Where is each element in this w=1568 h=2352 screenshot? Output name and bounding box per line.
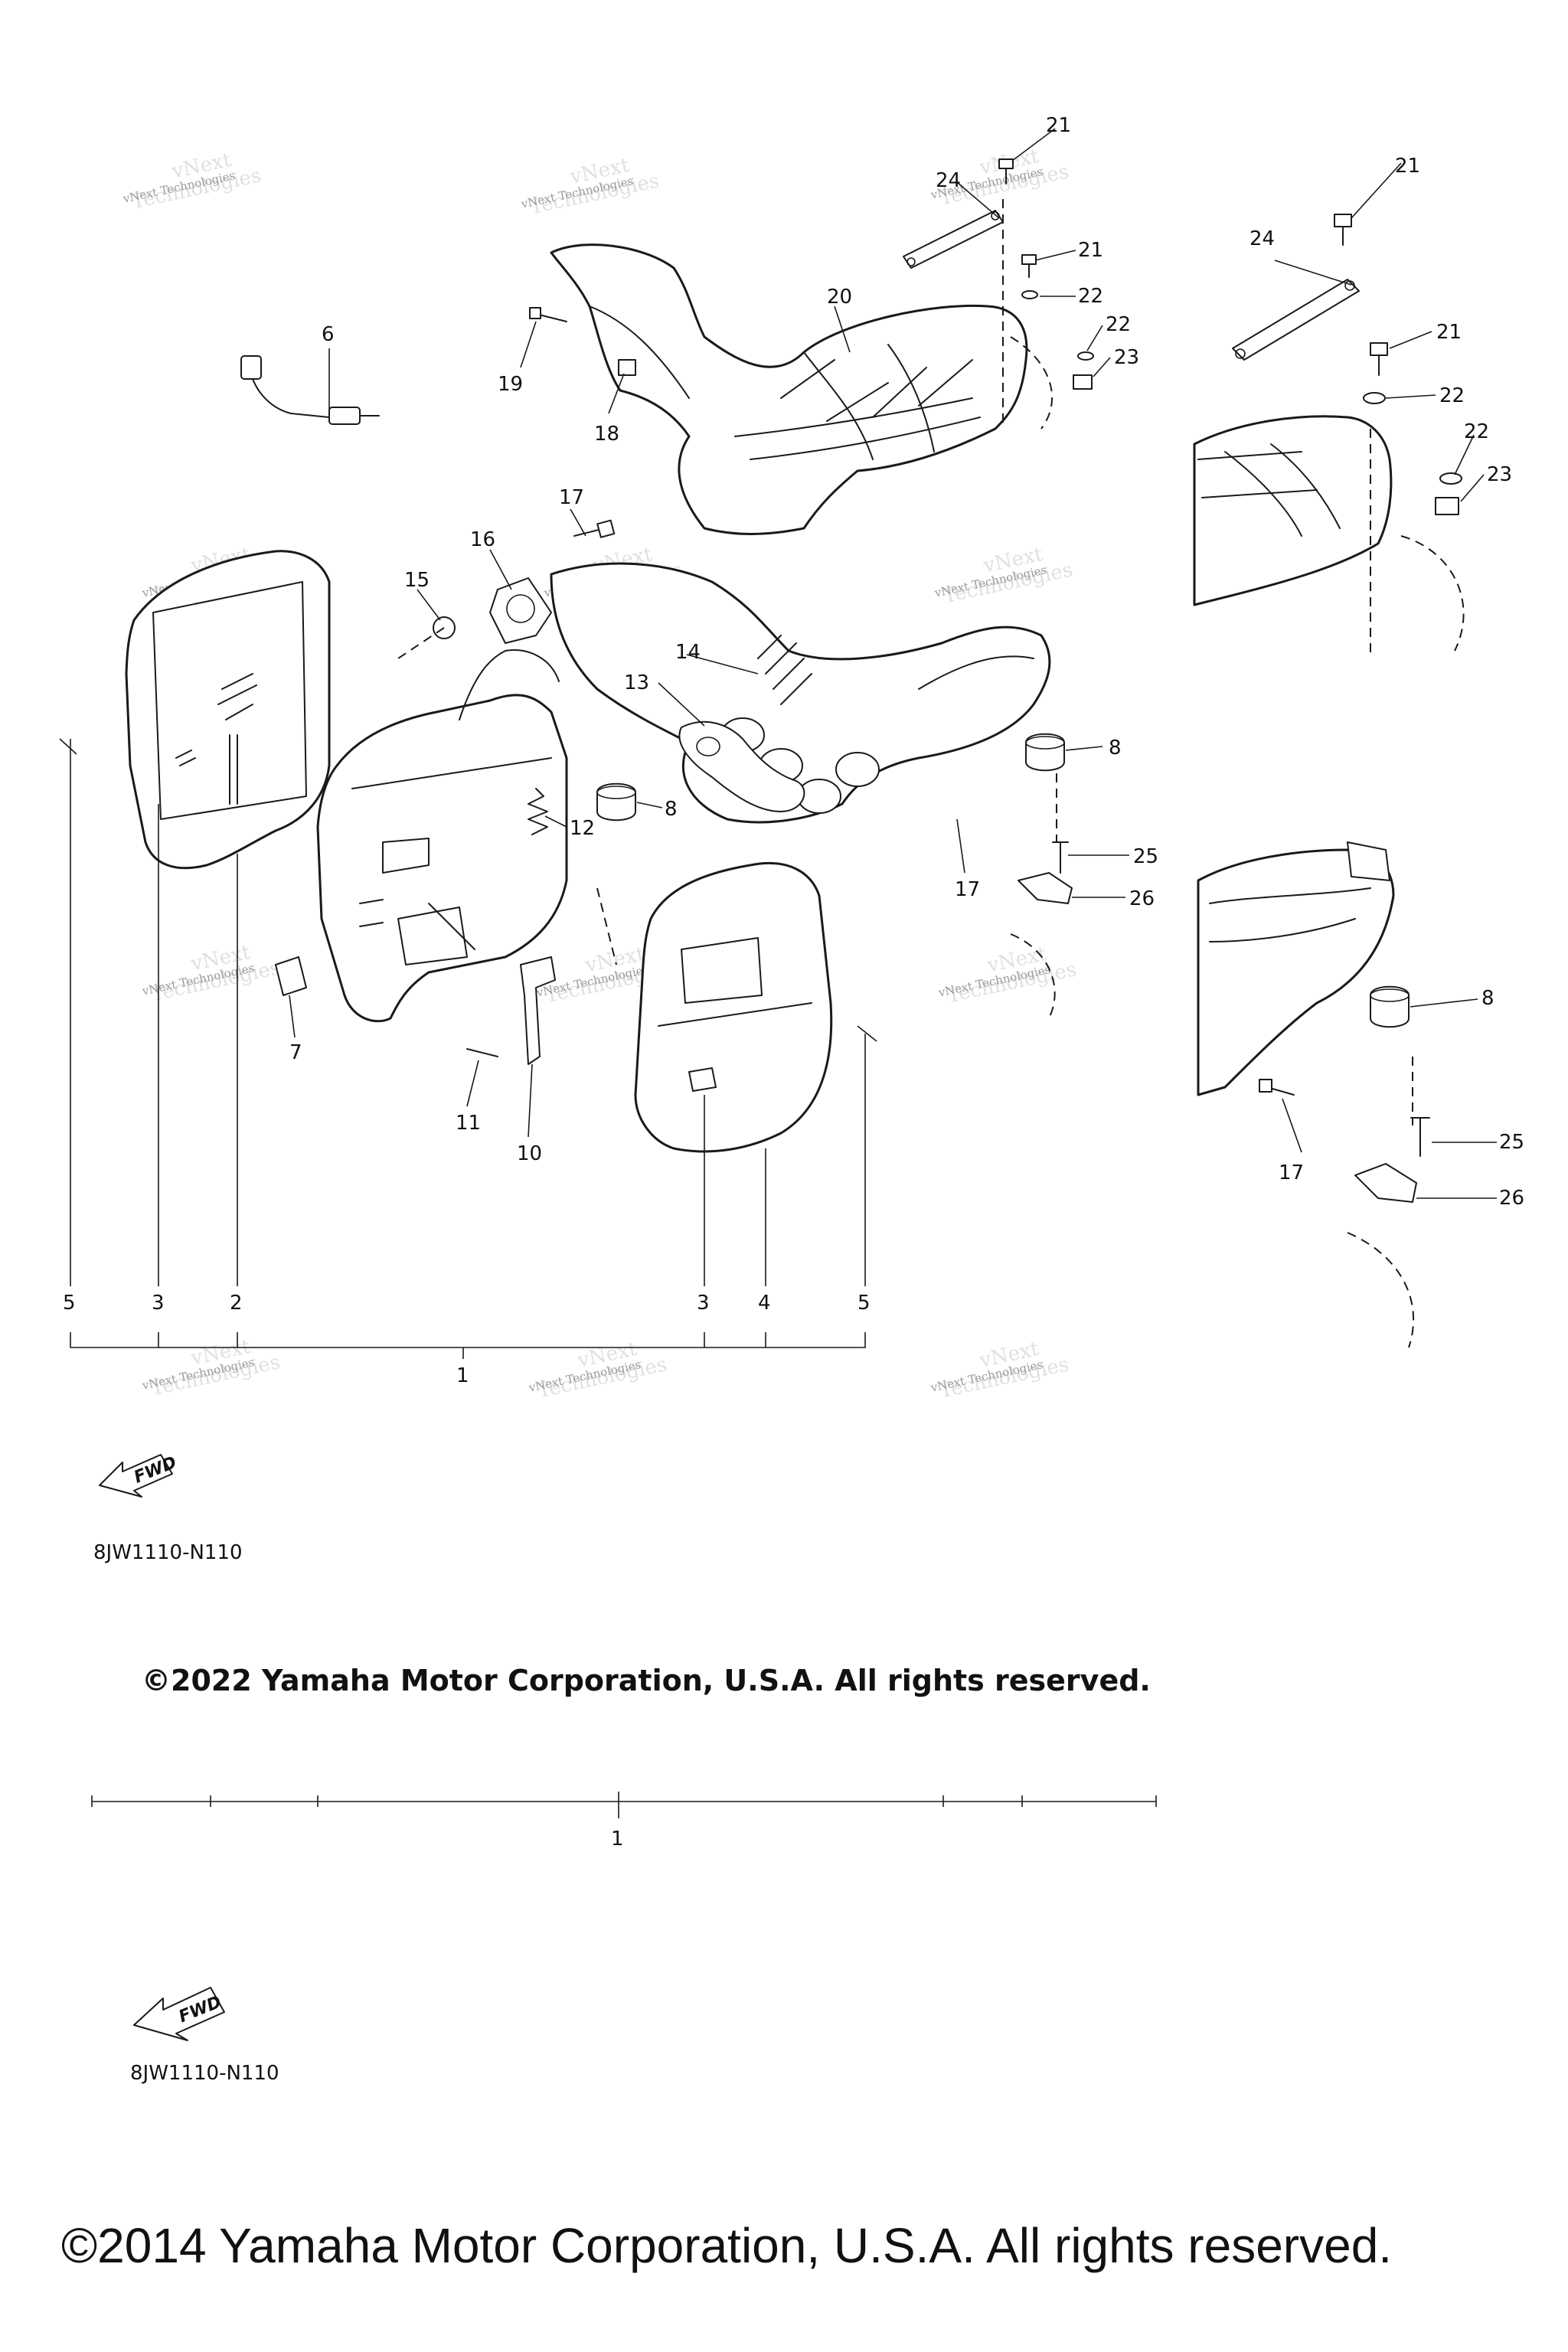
bracket-lower <box>91 1792 1157 1818</box>
washer-part-22-a <box>1021 290 1038 299</box>
callout-24: 24 <box>936 169 961 192</box>
callout-8: 8 <box>1481 987 1494 1010</box>
callout-12: 12 <box>570 817 595 840</box>
fwd-arrow-icon: FWD <box>133 1987 225 2041</box>
muffler-body <box>316 649 568 1023</box>
spring-part-12 <box>528 788 548 835</box>
callout-3: 3 <box>697 1292 710 1315</box>
callout-22: 22 <box>1464 420 1489 443</box>
watermark: Technologies vNext vNext Technologies <box>933 543 1075 609</box>
watermark: Technologies vNext vNext Technologies <box>527 1338 669 1403</box>
nut-part-18 <box>618 359 636 376</box>
heat-protector-right-part-4 <box>634 861 833 1153</box>
detail-view-upper-right <box>1193 214 1465 658</box>
callout-17: 17 <box>559 486 584 509</box>
pin-part-25 <box>1052 841 1069 874</box>
bracket-part-10 <box>520 956 556 1065</box>
callout-7: 7 <box>289 1041 302 1064</box>
callout-25: 25 <box>1133 845 1158 868</box>
callout-10: 10 <box>517 1142 542 1165</box>
callout-6: 6 <box>322 323 335 346</box>
bolt-part-21-a <box>998 158 1014 185</box>
bolt-part-17-top <box>573 519 616 538</box>
callout-8: 8 <box>665 798 678 821</box>
callout-25: 25 <box>1499 1131 1524 1154</box>
callout-13: 13 <box>624 671 649 694</box>
watermark: Technologies vNext vNext Technologies <box>936 942 1079 1008</box>
callout-21: 21 <box>1046 114 1071 137</box>
stay-part-24-top <box>903 210 1004 269</box>
bracket-part-26 <box>1018 872 1073 904</box>
callout-15: 15 <box>404 569 430 592</box>
watermark: Technologies vNext vNext Technologies <box>929 1338 1071 1403</box>
callout-17: 17 <box>1279 1161 1304 1184</box>
callout-17: 17 <box>955 878 980 901</box>
rubber-mount-part-8-center <box>596 782 636 822</box>
nut-part-23 <box>1073 374 1093 390</box>
callout-labels: 21 24 21 22 22 23 20 19 18 6 17 16 15 13… <box>63 114 1524 1387</box>
bolt-part-11 <box>466 1048 498 1057</box>
fwd-arrow-icon: FWD <box>99 1453 179 1498</box>
callout-3: 3 <box>152 1292 165 1315</box>
callout-19: 19 <box>498 373 523 396</box>
watermark: Technologies vNext vNext Technologies <box>121 149 263 214</box>
callout-18: 18 <box>594 423 619 446</box>
callout-22: 22 <box>1078 285 1103 308</box>
callout-1: 1 <box>456 1364 469 1387</box>
callout-5: 5 <box>63 1292 76 1315</box>
callout-26: 26 <box>1129 887 1155 910</box>
bolt-part-19 <box>529 307 567 322</box>
detail-view-lower-right <box>1197 841 1430 1348</box>
copyright-2014: ©2014 Yamaha Motor Corporation, U.S.A. A… <box>61 2218 1392 2273</box>
washer-part-22-b <box>1077 351 1094 361</box>
copyright-2022: ©2022 Yamaha Motor Corporation, U.S.A. A… <box>142 1664 1151 1697</box>
callout-24: 24 <box>1250 227 1275 250</box>
callout-1: 1 <box>611 1828 624 1851</box>
bolt-part-21-b <box>1021 254 1037 278</box>
callout-11: 11 <box>456 1112 481 1135</box>
diagram-code: 8JW1110-N110 <box>130 2062 279 2085</box>
oxygen-sensor-part-6 <box>240 355 380 425</box>
callout-22: 22 <box>1106 313 1131 336</box>
clamp-part-7 <box>275 956 307 996</box>
callout-22: 22 <box>1439 384 1465 407</box>
diagram-code: 8JW1110-N110 <box>93 1541 243 1564</box>
callout-21: 21 <box>1436 321 1462 344</box>
callout-16: 16 <box>470 528 495 551</box>
callout-8: 8 <box>1109 737 1122 760</box>
watermark: Technologies vNext vNext Technologies <box>519 154 662 220</box>
heat-shield-cover-part-20 <box>550 243 1054 535</box>
callout-14: 14 <box>675 641 701 664</box>
callout-5: 5 <box>858 1292 871 1315</box>
callout-23: 23 <box>1114 346 1139 369</box>
callout-21: 21 <box>1078 239 1103 262</box>
callout-20: 20 <box>827 286 852 309</box>
rubber-mount-part-8-right <box>1025 733 1065 772</box>
callout-21: 21 <box>1395 155 1420 178</box>
heat-protector-left-part-2 <box>125 550 331 870</box>
callout-2: 2 <box>230 1292 243 1315</box>
flange-gasket-part-16 <box>489 577 552 644</box>
callout-23: 23 <box>1487 463 1512 486</box>
callout-4: 4 <box>758 1292 771 1315</box>
gasket-part-13 <box>678 720 805 812</box>
mounting-dashed-lines <box>397 199 1057 1019</box>
leader-lines <box>59 128 1497 1359</box>
callout-26: 26 <box>1499 1187 1524 1210</box>
